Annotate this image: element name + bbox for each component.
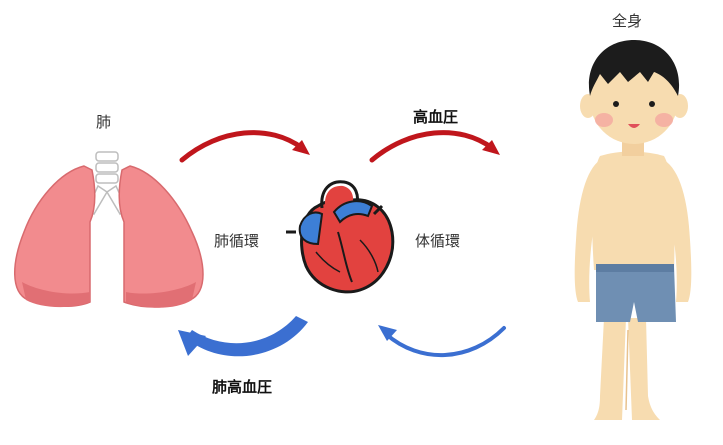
hypertension-label: 高血圧 [413, 108, 459, 126]
pulmonary-circulation-label: 肺循環 [214, 232, 260, 250]
arrow-lungs-to-heart [179, 130, 310, 163]
boy-illustration [574, 40, 692, 420]
lungs-illustration [14, 151, 204, 308]
whole-body-label: 全身 [612, 12, 643, 30]
lungs-label: 肺 [96, 113, 112, 131]
systemic-circulation-label: 体循環 [415, 232, 461, 250]
heart-illustration [286, 180, 395, 294]
arrow-heart-to-lungs [178, 316, 308, 357]
pulmonary-hypertension-label: 肺高血圧 [212, 378, 273, 396]
arrow-heart-to-body [369, 130, 500, 163]
arrow-body-to-heart [378, 325, 506, 357]
